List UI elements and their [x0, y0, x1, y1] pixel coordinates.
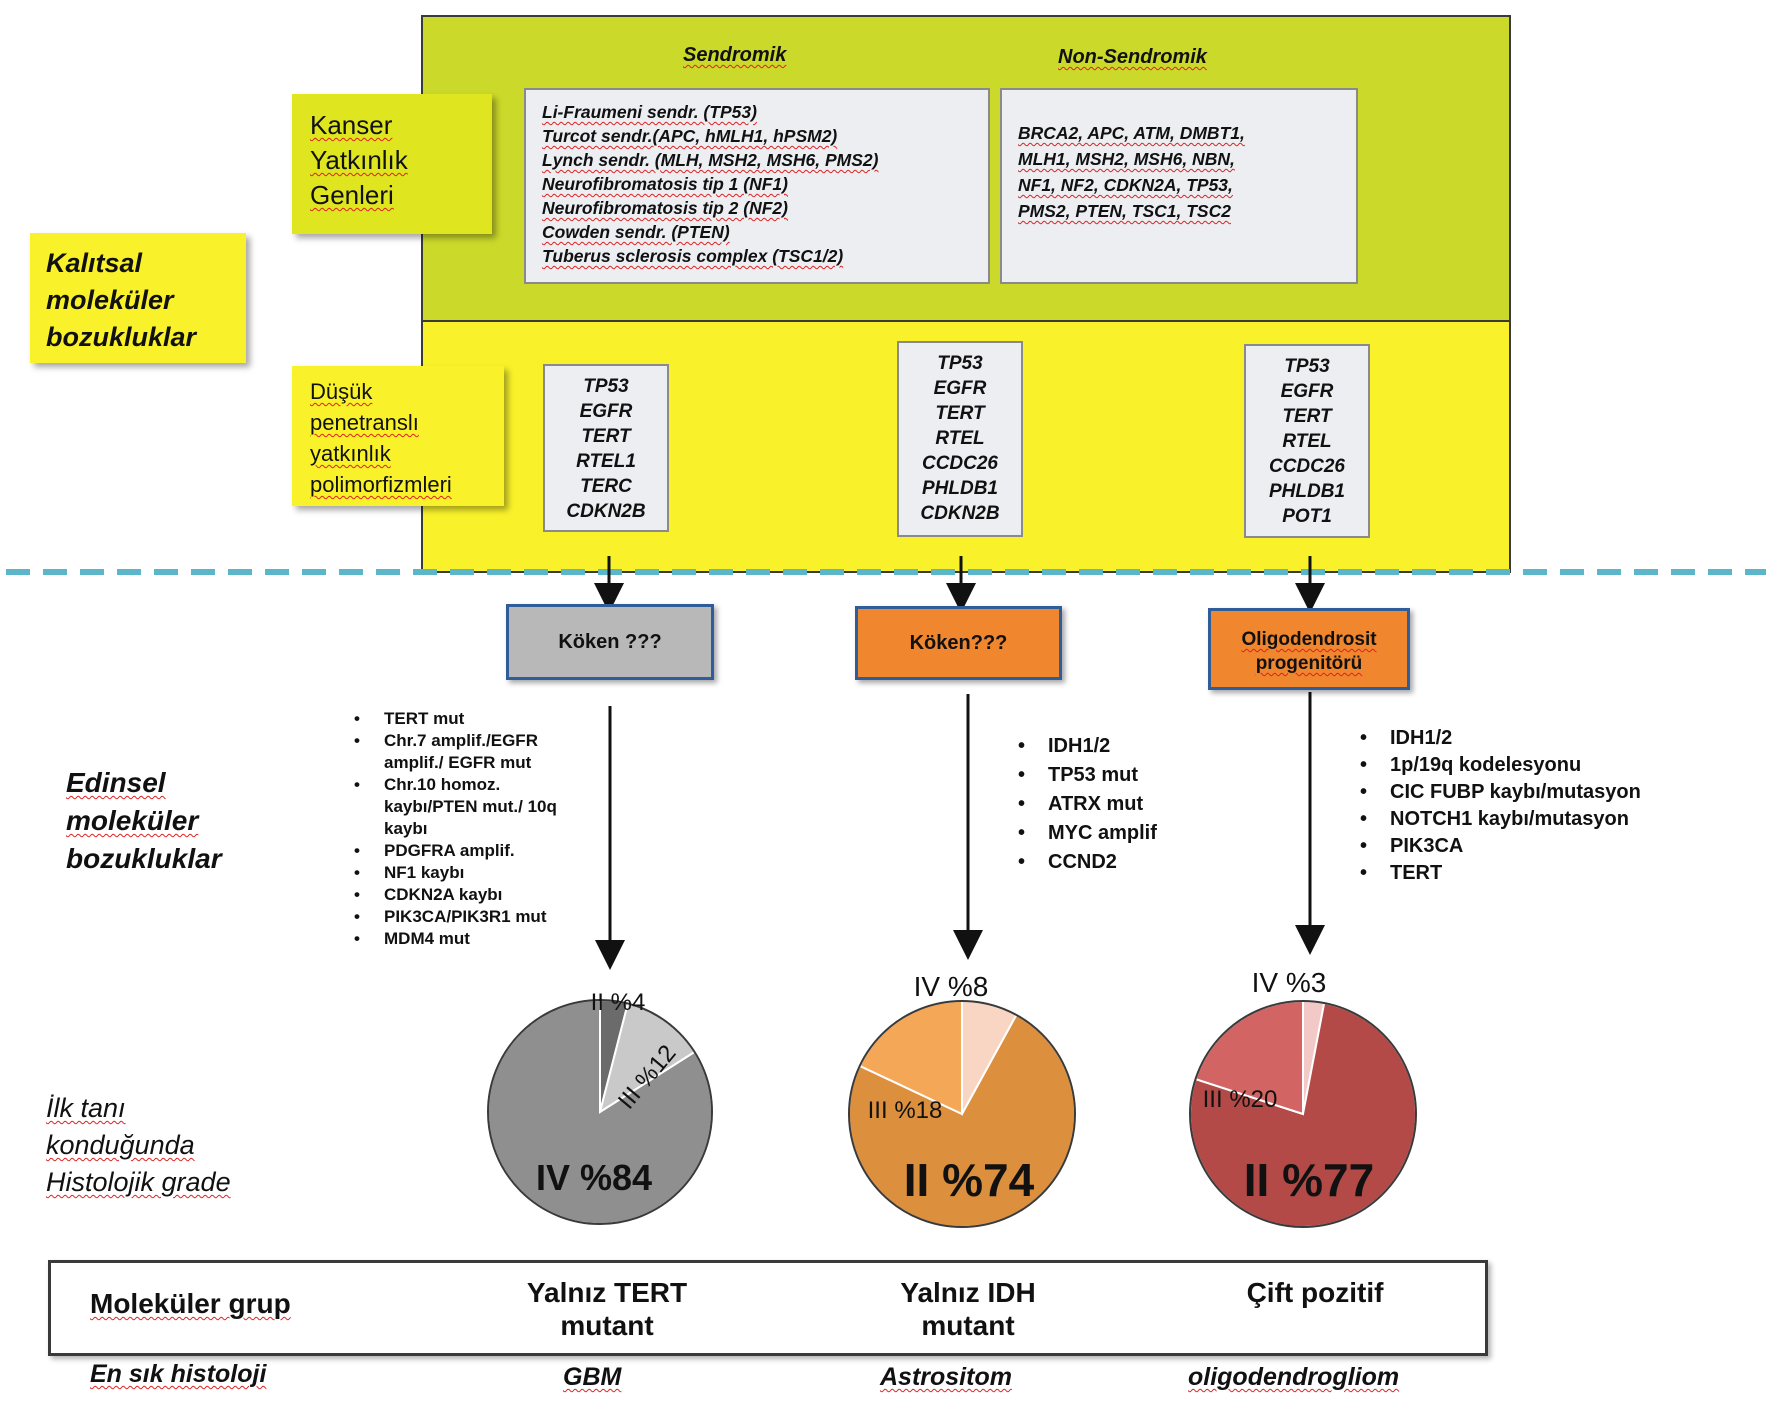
- histology-3: oligodendrogliom: [1188, 1363, 1400, 1391]
- edinsel-label: Edinsel moleküler bozukluklar: [66, 767, 222, 874]
- bullet-list-2: IDH1/2TP53 mutATRX mutMYC amplifCCND2: [1012, 732, 1232, 877]
- nonsendromik-item: NF1, NF2, CDKN2A, TP53,: [1018, 175, 1233, 195]
- list-item: CIC FUBP kaybı/mutasyon: [1354, 779, 1694, 806]
- pie-slice-label: II %4: [591, 989, 646, 1016]
- gene-name: CCDC26: [1268, 456, 1346, 477]
- gene-name: POT1: [1282, 506, 1332, 527]
- list-item: PIK3CA: [1354, 833, 1694, 860]
- origin-box-2: Köken???: [855, 606, 1062, 680]
- histology-label: En sık histoloji: [90, 1360, 267, 1388]
- nonsendromik-item: MLH1, MSH2, MSH6, NBN,: [1018, 149, 1235, 169]
- nonsendromik-item: BRCA2, APC, ATM, DMBT1,: [1018, 123, 1245, 143]
- kalitsal-label: Kalıtsal moleküler bozukluklar: [30, 233, 246, 363]
- pie-slice-label: II %74: [904, 1154, 1035, 1206]
- pie-slice-label: IV %3: [1252, 967, 1327, 998]
- list-item: IDH1/2: [1012, 732, 1232, 761]
- pie-slice-label: IV %84: [536, 1157, 652, 1198]
- pie-slice-label: III %20: [1203, 1086, 1278, 1113]
- sendromik-item: Lynch sendr. (MLH, MSH2, MSH6, PMS2): [542, 150, 879, 170]
- list-item: IDH1/2: [1354, 725, 1694, 752]
- gene-name: TERT: [935, 403, 985, 424]
- list-item: Chr.10 homoz. kaybı/PTEN mut./ 10q kaybı: [348, 774, 578, 840]
- nonsendromik-item: PMS2, PTEN, TSC1, TSC2: [1018, 201, 1231, 221]
- gene-name: RTEL: [1282, 431, 1332, 452]
- sendromik-item: Li-Fraumeni sendr. (TP53): [542, 102, 757, 122]
- list-item: ATRX mut: [1012, 790, 1232, 819]
- list-item: TERT mut: [348, 708, 578, 730]
- kanser-yatkinlik-label: Kanser Yatkınlık Genleri: [292, 94, 492, 234]
- sendromik-title: Sendromik: [683, 44, 787, 66]
- gene-name: PHLDB1: [921, 478, 998, 499]
- origin-box-3-label: Oligodendrosit progenitörü: [1241, 629, 1377, 674]
- histology-1: GBM: [563, 1363, 622, 1391]
- gene-name: EGFR: [1280, 381, 1334, 402]
- gene-name: TP53: [937, 353, 983, 374]
- group-cell-1: Yalnız TERT mutant: [526, 1277, 688, 1341]
- gene-name: CDKN2B: [566, 501, 646, 522]
- pie-outline: [848, 1000, 1076, 1228]
- gene-name: RTEL: [935, 428, 985, 449]
- pie-slice-label: IV %8: [914, 971, 989, 1002]
- gene-name: TERT: [1282, 406, 1332, 427]
- gene-name: EGFR: [579, 401, 633, 422]
- gene-name: RTEL1: [576, 451, 636, 472]
- sendromik-box: Li-Fraumeni sendr. (TP53) Turcot sendr.(A…: [524, 88, 990, 284]
- gene-name: TERT: [581, 426, 631, 447]
- list-item: PIK3CA/PIK3R1 mut: [348, 906, 578, 928]
- gene-name: TP53: [1284, 356, 1330, 377]
- gene-name: TERC: [580, 476, 632, 497]
- dashed-separator: [6, 569, 1766, 575]
- sendromik-item: Turcot sendr.(APC, hMLH1, hPSM2): [542, 126, 838, 146]
- sendromik-item: Cowden sendr. (PTEN): [542, 222, 730, 242]
- pie-outline: [487, 999, 713, 1225]
- group-cell-2: Yalnız IDH mutant: [900, 1277, 1036, 1341]
- list-item: TP53 mut: [1012, 761, 1232, 790]
- pie-slice-label: II %77: [1244, 1154, 1374, 1206]
- bullet-list-1: TERT mutChr.7 amplif./EGFR amplif./ EGFR…: [348, 708, 578, 950]
- pie-outline: [1189, 1000, 1417, 1228]
- ilk-tani-label: İlk tanı konduğunda Histolojik grade: [46, 1093, 231, 1197]
- list-item: MDM4 mut: [348, 928, 578, 950]
- list-item: 1p/19q kodelesyonu: [1354, 752, 1694, 779]
- list-item: NOTCH1 kaybı/mutasyon: [1354, 806, 1694, 833]
- list-item: TERT: [1354, 860, 1694, 887]
- origin-box-3: Oligodendrosit progenitörü: [1208, 608, 1410, 690]
- histology-2: Astrositom: [880, 1363, 1012, 1391]
- sendromik-item: Neurofibromatosis tip 1 (NF1): [542, 174, 788, 194]
- nonsendromik-title: Non-Sendromik: [1058, 46, 1207, 68]
- list-item: Chr.7 amplif./EGFR amplif./ EGFR mut: [348, 730, 578, 774]
- list-item: NF1 kaybı: [348, 862, 578, 884]
- gene-name: CCDC26: [921, 453, 999, 474]
- origin-box-1: Köken ???: [506, 604, 714, 680]
- list-item: CCND2: [1012, 848, 1232, 877]
- gene-name: CDKN2B: [920, 503, 1000, 524]
- nonsendromik-box: BRCA2, APC, ATM, DMBT1, MLH1, MSH2, MSH6,…: [1000, 88, 1358, 284]
- list-item: PDGFRA amplif.: [348, 840, 578, 862]
- pie-slice-label: III %18: [868, 1097, 943, 1124]
- list-item: CDKN2A kaybı: [348, 884, 578, 906]
- bullet-list-3: IDH1/21p/19q kodelesyonuCIC FUBP kaybı/m…: [1354, 725, 1694, 887]
- dusuk-penetransli-label: Düşük penetranslı yatkınlık polimorfizml…: [292, 366, 504, 506]
- list-item: MYC amplif: [1012, 819, 1232, 848]
- gene-name: EGFR: [933, 378, 987, 399]
- gene-name: TP53: [583, 376, 629, 397]
- group-cell-3: Çift pozitif: [1246, 1277, 1384, 1308]
- molecular-group-label: Moleküler grup: [90, 1288, 291, 1319]
- sendromik-item: Tuberus sclerosis complex (TSC1/2): [542, 246, 844, 266]
- gene-name: PHLDB1: [1268, 481, 1345, 502]
- sendromik-item: Neurofibromatosis tip 2 (NF2): [542, 198, 788, 218]
- molecular-group-table: [48, 1260, 1488, 1356]
